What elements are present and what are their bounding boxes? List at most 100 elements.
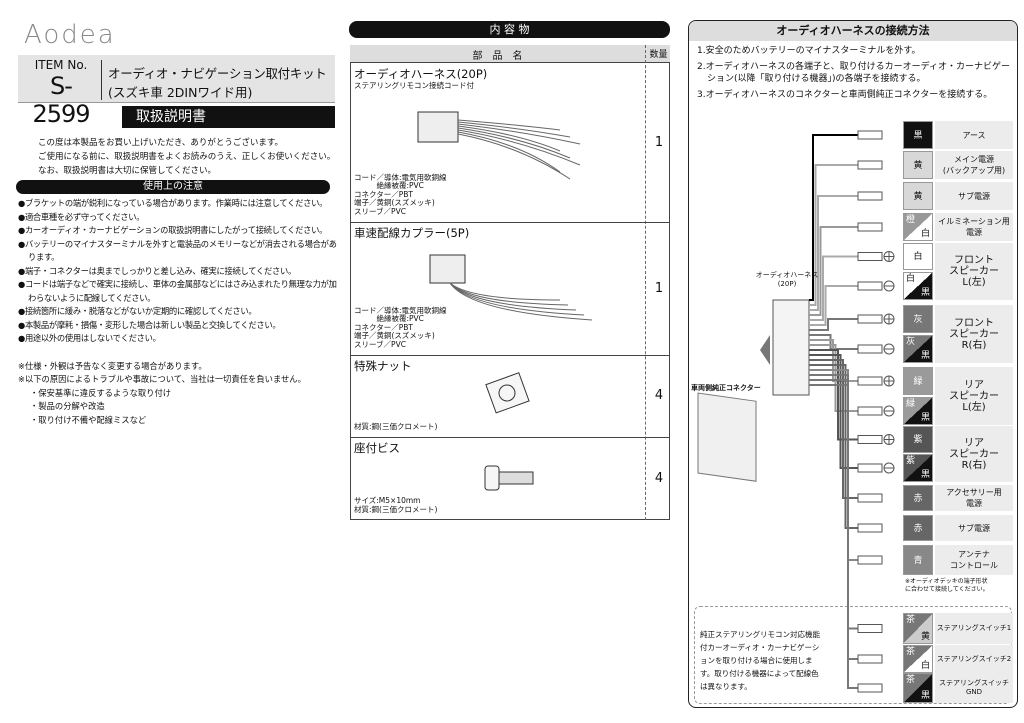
screw-head-illustration — [484, 465, 500, 491]
wire-color: 黄 — [913, 192, 923, 202]
manual-title: 取扱説明書 — [122, 106, 335, 128]
part-spec: コネクター／PBT — [354, 322, 413, 332]
note-line: ※仕様・外観は予告なく変更する場合があります。 — [18, 360, 207, 371]
part-quantity: 4 — [654, 388, 664, 403]
connection-label: ステアリングスイッチ GND — [935, 673, 1013, 703]
antenna-note: ※オーディオデッキの端子形状 に合わせて接続してください。 — [905, 578, 989, 593]
caution-item: ●ブラケットの端が鋭利になっている場合があります。作業時には注意してください。 — [18, 198, 328, 208]
wire-illustration — [457, 125, 561, 152]
cautions-heading: 使用上の注意 — [16, 180, 330, 194]
part-quantity: 4 — [654, 470, 664, 486]
terminal-icon — [857, 463, 883, 473]
part-name: 特殊ナット — [354, 359, 412, 373]
wire-color: 赤 — [913, 494, 923, 504]
caution-item: ●適合車種を必ず守ってください。 — [18, 211, 145, 222]
terminal-icon — [857, 523, 883, 533]
terminal-icon — [857, 435, 883, 444]
part-spec: スリーブ／PVC — [354, 339, 406, 349]
wire-stripe-color: 黒 — [920, 470, 930, 480]
connection-label: アース — [935, 121, 1013, 149]
item-code: S-2599 — [32, 72, 90, 128]
part-quantity: 1 — [654, 280, 664, 296]
wire-color: 紫 — [906, 456, 916, 466]
connection-label: イルミネーション用 電源 — [935, 213, 1013, 241]
wire-color-box: 緑黒 — [903, 397, 933, 425]
connection-label: サブ電源 — [935, 515, 1013, 541]
connection-label: リア スピーカー R(右) — [935, 426, 1013, 482]
intro-line: なお、取扱説明書は大切に保管してください。 — [38, 166, 216, 176]
part-spec: 絶縁被覆:PVC — [354, 314, 424, 323]
wire-color: 白 — [906, 274, 916, 284]
product-title: オーディオ・ナビゲーション取付キット — [108, 66, 327, 81]
item-number-label: ITEM No. — [34, 58, 88, 72]
wire-illustration — [449, 282, 585, 316]
harness-name: オーディオハーネス — [755, 271, 819, 279]
wire — [809, 195, 858, 311]
wire-color: 紫 — [913, 435, 923, 445]
wire-color: 灰 — [906, 337, 916, 347]
notes-list: ※仕様・外観は予告なく変更する場合があります。※以下の原因によるトラブルや事故に… — [18, 360, 340, 428]
wire-color-box: 白黒 — [903, 272, 933, 300]
steering-note: 純正ステアリングリモコン対応機能付カーオーディオ・カーナビゲーションを取り付ける… — [700, 630, 820, 691]
wire-illustration — [449, 282, 593, 321]
wire — [809, 374, 858, 630]
terminal-icon — [857, 130, 883, 140]
wire — [809, 344, 858, 412]
coupler-illustration — [429, 254, 466, 284]
wire-color: 黄 — [913, 161, 923, 171]
connection-label: メイン電源 (バックアップ用) — [935, 151, 1013, 179]
wire-color: 緑 — [913, 377, 923, 387]
connection-label: ステアリングスイッチ1 — [935, 613, 1013, 644]
sign-mark — [884, 314, 894, 324]
wire-color: 灰 — [913, 315, 923, 325]
terminal-icon — [857, 406, 883, 416]
cautions-and-notes: ●ブラケットの端が鋭利になっている場合があります。作業時には注意してください。 ●… — [18, 197, 340, 427]
part-spec: コード／導体:電気用軟銅線 — [354, 305, 447, 315]
note-line: ・取り付け不備や配線ミスなど — [30, 414, 147, 425]
intro-line: この度は本製品をお買い上げいただき、ありがとうございます。 — [38, 138, 284, 148]
wire-stripe-color: 白 — [920, 661, 930, 671]
sign-mark — [884, 251, 894, 262]
part-spec: 絶縁被覆:PVC — [354, 181, 424, 190]
part-spec: 材質:鋼(三価クロメート) — [354, 504, 438, 514]
part-name: オーディオハーネス(20P) — [354, 67, 488, 81]
wire — [809, 369, 858, 561]
contents-heading: 内 容 物 — [349, 21, 670, 38]
wire — [809, 285, 858, 326]
wire-stripe-color: 黄 — [920, 632, 930, 642]
vehicle-connector-label: 車両側純正コネクター — [691, 384, 761, 392]
wire-color: 白 — [913, 252, 923, 262]
connection-label: リア スピーカー L(左) — [935, 367, 1013, 425]
part-name: 車速配線カプラー(5P) — [354, 226, 470, 240]
wire — [809, 379, 858, 660]
harness-panel — [688, 20, 1018, 708]
arrow-icon — [760, 335, 770, 365]
screw-thread-illustration — [498, 471, 534, 485]
wire-color-box: 紫黒 — [903, 454, 933, 482]
wire-color-box: 橙白 — [903, 213, 933, 241]
intro-line: ご使用になる前に、取扱説明書をよくお読みのうえ、正しくお使いください。 — [38, 152, 336, 162]
harness-pins: (20P) — [777, 280, 797, 288]
step: 2.オーディオハーネスの各端子と、取り付けるカーオーディオ・カーナビゲーション(… — [697, 62, 1010, 84]
wire — [809, 359, 858, 499]
wire-illustration — [449, 282, 569, 306]
wire-illustration — [457, 133, 571, 180]
wire-color-box: 灰 — [903, 305, 933, 333]
terminal-icon — [857, 160, 883, 170]
wire-color-box: 茶黒 — [903, 673, 933, 703]
wire-stripe-color: 黒 — [920, 351, 930, 361]
connection-label: アクセサリー用 電源 — [935, 485, 1013, 511]
cautions-list: ●ブラケットの端が鋭利になっている場合があります。作業時には注意してください。 ●… — [18, 197, 340, 346]
wire-color: 茶 — [906, 647, 916, 657]
terminal-icon — [857, 222, 883, 232]
part-quantity: 1 — [654, 134, 664, 150]
row-divider — [350, 222, 670, 223]
wire-color-box: 紫 — [903, 426, 933, 453]
step: 1.安全のためバッテリーのマイナスターミナルを外す。 — [697, 46, 921, 56]
nut-hole — [498, 384, 516, 402]
wire-color-box: 赤 — [903, 485, 933, 511]
wire-stripe-color: 黒 — [920, 288, 930, 298]
wire-color-box: 黄 — [903, 182, 933, 210]
wire-illustration — [457, 123, 581, 145]
caution-item: ●本製品が摩耗・損傷・変形した場合は新しい製品と交換してください。 — [18, 319, 281, 330]
